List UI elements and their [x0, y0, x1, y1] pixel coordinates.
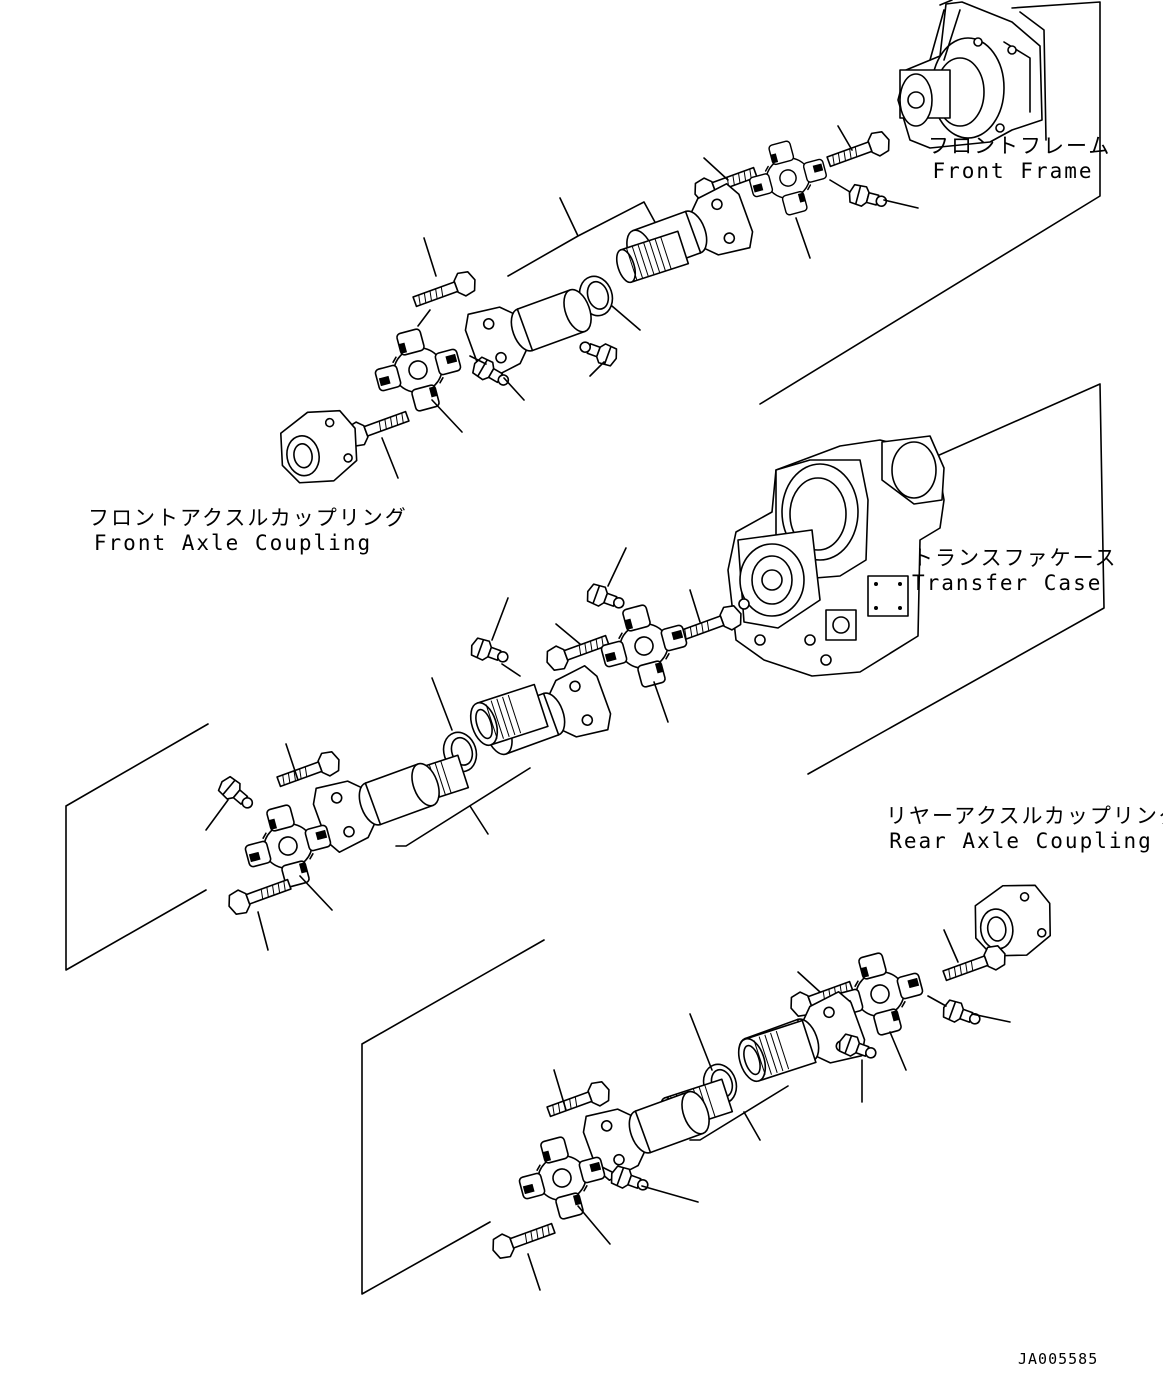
- transfer-case-label-ja: トランスファケース: [912, 546, 1118, 570]
- rear-axle-label-ja: リヤーアクスルカップリング: [886, 804, 1163, 828]
- front-frame-label-ja: フロントフレーム: [928, 134, 1112, 158]
- front-propeller-shaft: [342, 180, 759, 479]
- rear-outline: [361, 939, 545, 1295]
- transfer-case-joint: [542, 547, 746, 723]
- transfer-case-label-en: Transfer Case: [912, 571, 1103, 595]
- rear-axle-label-en: Rear Axle Coupling: [889, 829, 1153, 853]
- middle-outline: [65, 723, 209, 971]
- front-axle-coupling-label: フロントアクスルカップリング Front Axle Coupling: [88, 506, 408, 556]
- front-frame-joint: [690, 125, 919, 259]
- rear-axle-joint: [786, 929, 1011, 1071]
- front-axle-label-ja: フロントアクスルカップリング: [88, 506, 408, 530]
- transfer-case-label: トランスファケース Transfer Case: [912, 546, 1118, 596]
- front-frame-label: フロントフレーム Front Frame: [928, 134, 1112, 184]
- drawing-id: JA005585: [1018, 1350, 1099, 1368]
- middle-propeller-shaft: [205, 597, 617, 951]
- rear-axle-flange: [968, 878, 1058, 963]
- front-axle-flange: [273, 403, 365, 490]
- front-frame-label-en: Front Frame: [932, 159, 1094, 183]
- rear-propeller-shaft: [488, 988, 880, 1291]
- front-axle-label-en: Front Axle Coupling: [93, 531, 373, 555]
- transfer-case-housing: [727, 383, 1105, 775]
- front-frame-housing: [759, 0, 1101, 405]
- rear-axle-coupling-label: リヤーアクスルカップリング Rear Axle Coupling: [886, 804, 1163, 854]
